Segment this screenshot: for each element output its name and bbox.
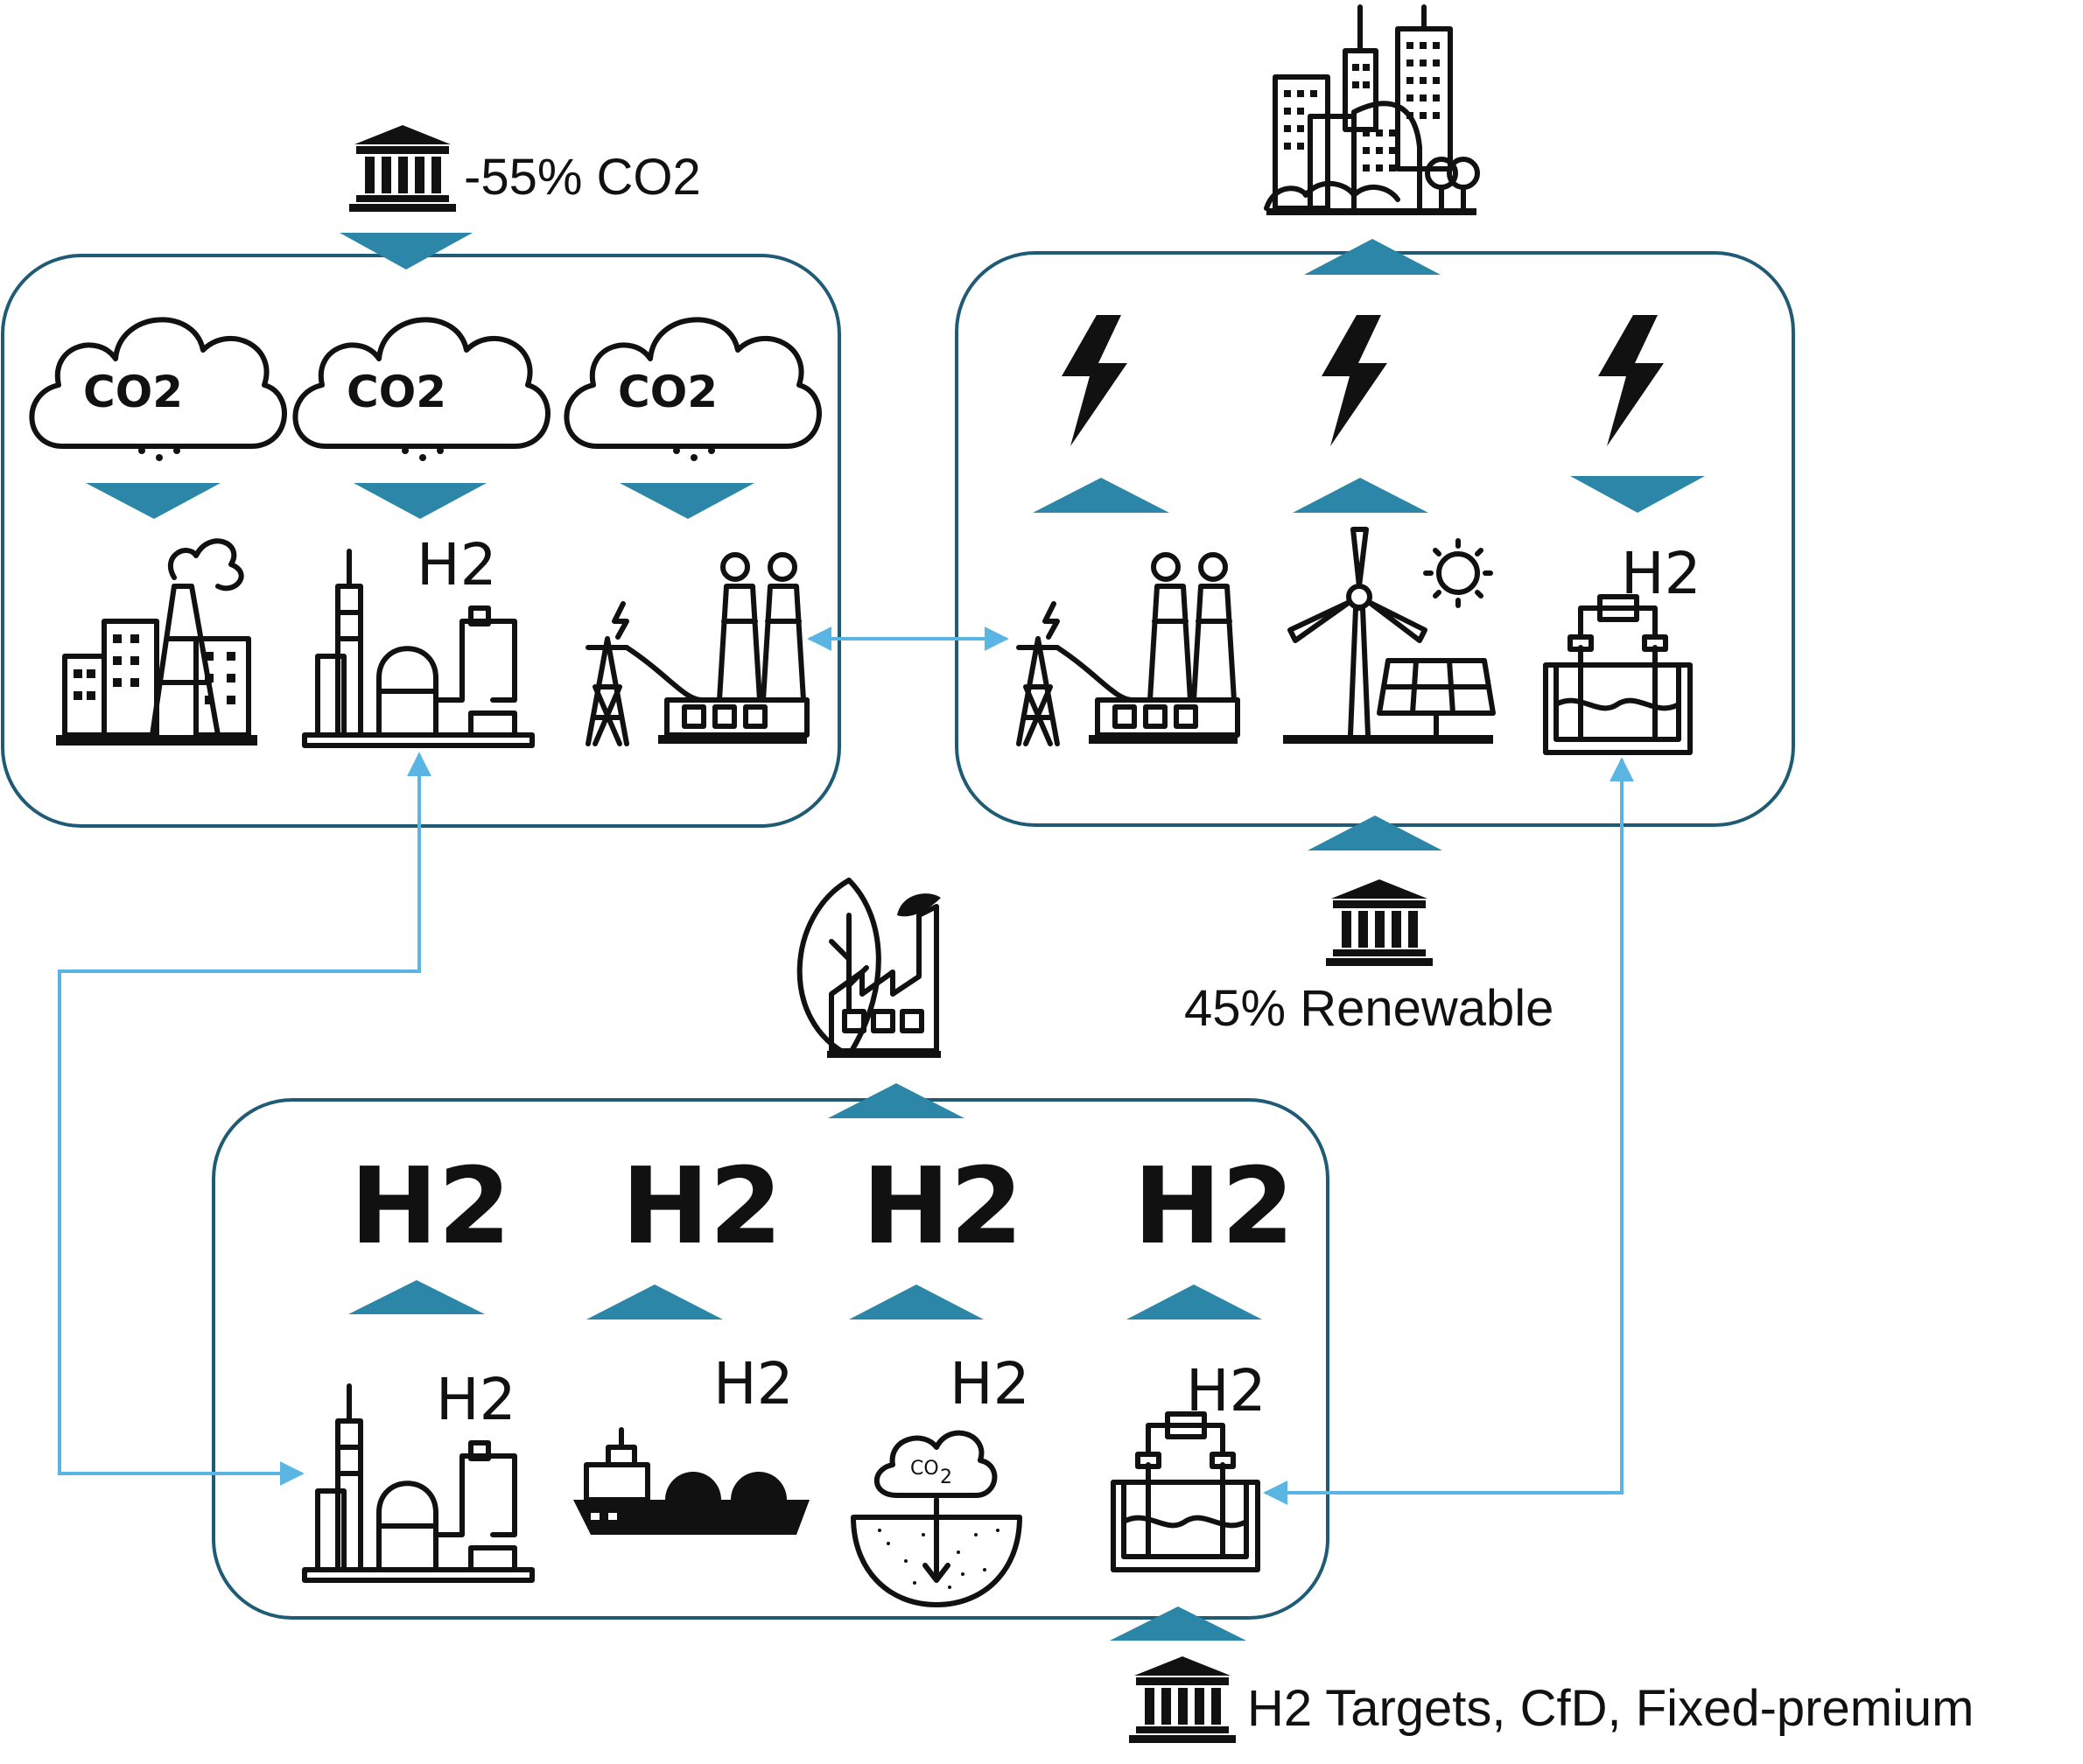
refinery-link [58, 752, 431, 1486]
flow-arrow-up [586, 1284, 723, 1320]
flow-arrow-up [1293, 478, 1428, 513]
lng-ship-icon [573, 1430, 810, 1535]
flow-arrow-down [620, 483, 754, 519]
co2-cloud-label: CO2 [347, 367, 446, 417]
electrolyser-link [1263, 757, 1634, 1505]
h2-label: H2 [417, 531, 497, 598]
flow-arrow-down [1570, 476, 1705, 513]
industrial-buildings-icon [56, 541, 257, 746]
policy-arrow-down [340, 233, 473, 270]
flow-arrow-up [1033, 478, 1169, 513]
policy-arrow-up [1308, 816, 1442, 850]
output-arrow-up [828, 1083, 964, 1118]
output-arrow-up [1304, 239, 1441, 275]
h2-label: H2 [1186, 1357, 1266, 1424]
h2-label: H2 [713, 1350, 794, 1418]
carbon-storage-subscript: 2 [940, 1466, 952, 1488]
electrolyser-icon [1546, 597, 1690, 752]
flow-arrow-down [86, 483, 221, 519]
h2-big-label: H2 [862, 1146, 1023, 1268]
flow-arrow-up [348, 1280, 485, 1314]
flow-arrow-up [849, 1284, 984, 1320]
co2-cloud-label: CO2 [83, 367, 183, 417]
government-icon [1129, 1656, 1236, 1743]
government-icon [349, 125, 456, 212]
government-icon [1326, 879, 1433, 966]
policy-arrow-up [1110, 1606, 1246, 1641]
h2-big-label: H2 [350, 1146, 511, 1268]
green-factory-icon [800, 880, 941, 1058]
h2-big-label: H2 [1133, 1146, 1294, 1268]
wind-solar-icon [1283, 529, 1493, 744]
renewable-policy-label: 45% Renewable [1184, 980, 1553, 1037]
city-icon [1266, 7, 1477, 215]
carbon-storage-label: CO [910, 1458, 939, 1480]
power-plant-icon [1019, 555, 1238, 744]
hydrogen-policy-label: H2 Targets, CfD, Fixed-premium [1247, 1680, 1974, 1737]
flow-arrow-up [1126, 1284, 1262, 1320]
h2-big-label: H2 [621, 1146, 782, 1268]
power-plant-icon [588, 555, 807, 744]
h2-label: H2 [950, 1350, 1030, 1418]
co2-policy-label: -55% CO2 [464, 149, 701, 206]
h2-label: H2 [1621, 540, 1701, 607]
lightning-icon [1062, 315, 1127, 446]
lightning-icon [1322, 315, 1387, 446]
lightning-icon [1598, 315, 1664, 446]
electrolyser-icon [1113, 1414, 1258, 1570]
h2-label: H2 [436, 1366, 516, 1433]
co2-cloud-label: CO2 [618, 367, 718, 417]
flow-arrow-down [354, 483, 487, 519]
